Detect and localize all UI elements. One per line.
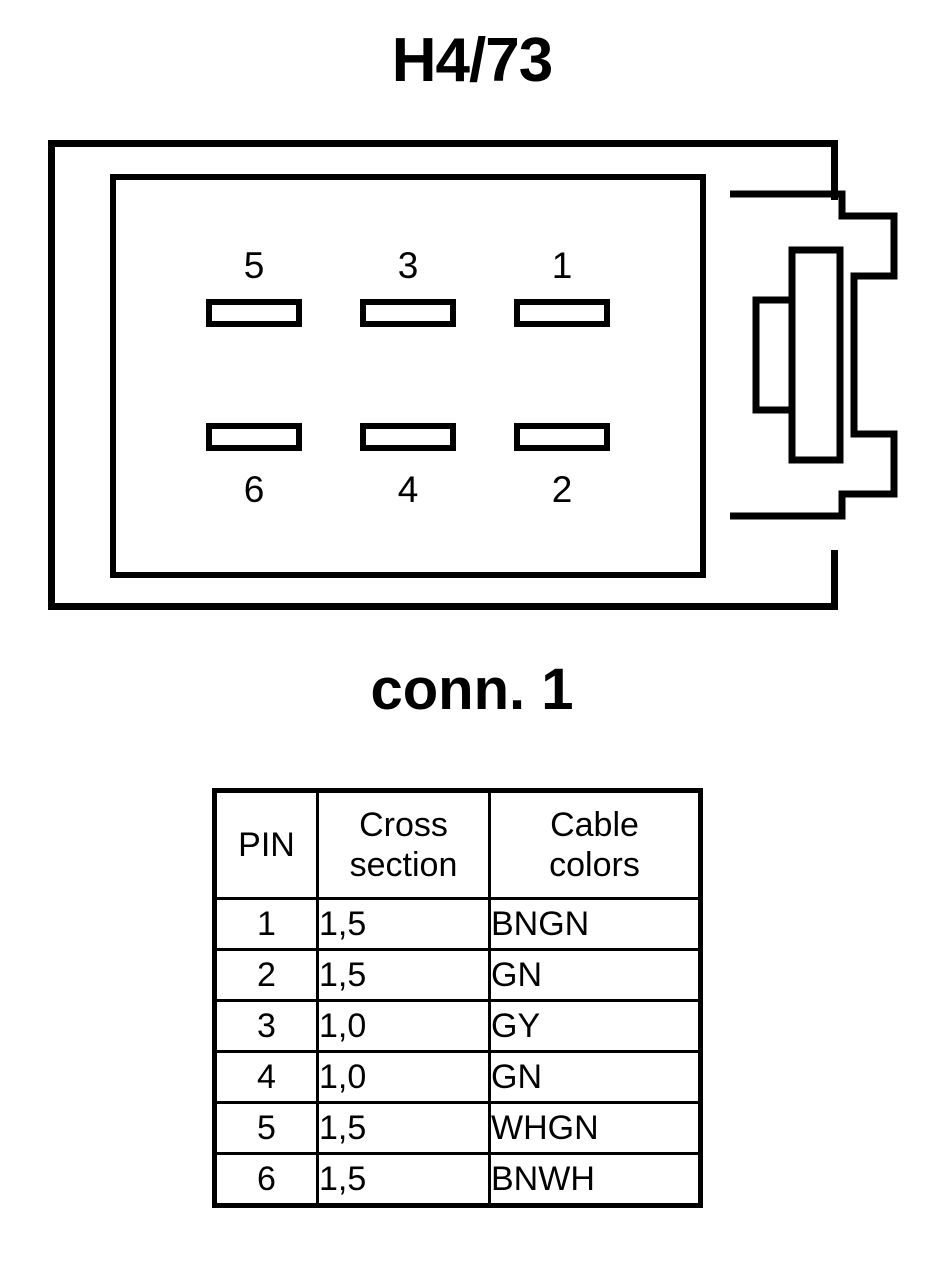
header-pin: PIN — [213, 789, 319, 900]
table-row: 2 1,5 GN — [213, 948, 702, 1002]
cell-pin: 4 — [213, 1050, 319, 1104]
connector-pin-face — [110, 174, 706, 578]
page-title: H4/73 — [391, 26, 553, 95]
cell-color: WHGN — [488, 1101, 702, 1155]
pin-label-2: 2 — [551, 469, 573, 510]
table-header-row: PIN Cross section Cable colors — [213, 789, 702, 900]
cell-cross: 1,5 — [316, 897, 491, 951]
cell-pin: 1 — [213, 897, 319, 951]
connector-subtitle: conn. 1 — [370, 657, 574, 722]
table-row: 4 1,0 GN — [213, 1050, 702, 1104]
cell-pin: 3 — [213, 999, 319, 1053]
cell-cross: 1,5 — [316, 948, 491, 1002]
cell-color: GN — [488, 948, 702, 1002]
pin-table-container: PIN Cross section Cable colors 1 1,5 BNG… — [212, 788, 703, 1208]
header-cross-section: Cross section — [316, 789, 491, 900]
header-cable-colors: Cable colors — [488, 789, 702, 900]
pin-label-4: 4 — [397, 469, 419, 510]
pin-table: PIN Cross section Cable colors 1 1,5 BNG… — [212, 788, 703, 1208]
cell-color: GN — [488, 1050, 702, 1104]
connector-diagram: 5 3 1 6 4 2 — [48, 140, 906, 610]
cell-cross: 1,5 — [316, 1101, 491, 1155]
cell-cross: 1,0 — [316, 1050, 491, 1104]
pin-slot-6 — [206, 423, 302, 451]
header-cross-line2: section — [349, 846, 458, 884]
pin-slot-3 — [360, 299, 456, 327]
pin-label-6: 6 — [243, 469, 265, 510]
pin-slot-2 — [514, 423, 610, 451]
cell-color: BNGN — [488, 897, 702, 951]
cell-color: BNWH — [488, 1152, 702, 1207]
pin-label-1: 1 — [551, 245, 573, 286]
cell-pin: 2 — [213, 948, 319, 1002]
pin-label-5: 5 — [243, 245, 265, 286]
header-colors-line1: Cable — [550, 806, 639, 844]
pin-label-3: 3 — [397, 245, 419, 286]
cell-pin: 6 — [213, 1152, 319, 1207]
header-pin-label: PIN — [238, 826, 295, 864]
pin-slot-1 — [514, 299, 610, 327]
cell-cross: 1,0 — [316, 999, 491, 1053]
header-cross-line1: Cross — [359, 806, 448, 844]
table-row: 3 1,0 GY — [213, 999, 702, 1053]
table-row: 1 1,5 BNGN — [213, 897, 702, 951]
table-row: 6 1,5 BNWH — [213, 1152, 702, 1207]
header-colors-line2: colors — [549, 846, 640, 884]
cell-color: GY — [488, 999, 702, 1053]
connector-latch-icon — [726, 190, 906, 520]
table-row: 5 1,5 WHGN — [213, 1101, 702, 1155]
pin-slot-4 — [360, 423, 456, 451]
cell-pin: 5 — [213, 1101, 319, 1155]
cell-cross: 1,5 — [316, 1152, 491, 1207]
pin-slot-5 — [206, 299, 302, 327]
